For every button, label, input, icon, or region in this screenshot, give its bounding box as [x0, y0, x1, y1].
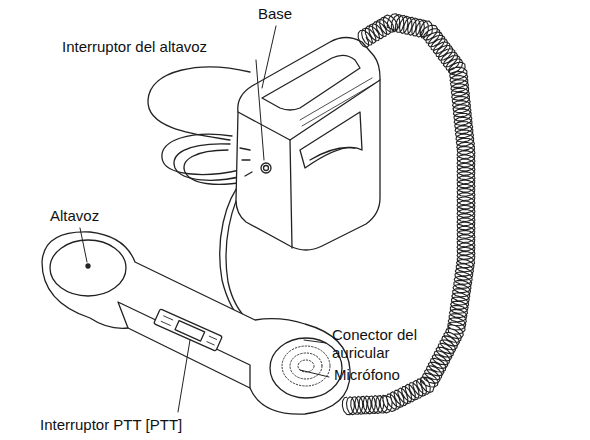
base-body	[236, 38, 380, 251]
microphone-cup	[270, 338, 342, 398]
leader-line	[262, 26, 276, 88]
part-label: Altavoz	[50, 207, 99, 225]
part-label: Conector del auricular	[332, 326, 437, 362]
base-edge	[238, 80, 380, 140]
base-cradle	[262, 55, 360, 110]
base-edge	[290, 140, 292, 248]
leader-line	[304, 340, 326, 343]
cable	[162, 134, 240, 174]
speaker-cup	[50, 240, 126, 296]
base-cradle	[300, 112, 362, 168]
base-cradle	[310, 148, 355, 161]
microphone-grille	[290, 353, 322, 379]
leader-line	[300, 370, 329, 377]
part-label: Base	[258, 5, 292, 23]
leader-line	[80, 228, 87, 262]
part-label: Interruptor PTT [PTT]	[40, 416, 182, 434]
leader-line	[178, 340, 190, 412]
microphone-grille	[282, 346, 330, 386]
base-cable-entry	[240, 148, 252, 176]
ptt-switch	[154, 309, 223, 351]
speaker-switch	[264, 166, 269, 171]
handset-body	[42, 232, 350, 414]
part-label: Micrófono	[334, 366, 400, 384]
base-shading	[300, 78, 374, 126]
leader-line	[256, 60, 264, 160]
leader-lines	[80, 26, 329, 412]
part-label: Interruptor del altavoz	[62, 38, 207, 56]
cable	[174, 144, 243, 180]
speaker-hole	[86, 264, 90, 268]
speaker-switch	[261, 163, 271, 173]
cable	[148, 67, 250, 140]
